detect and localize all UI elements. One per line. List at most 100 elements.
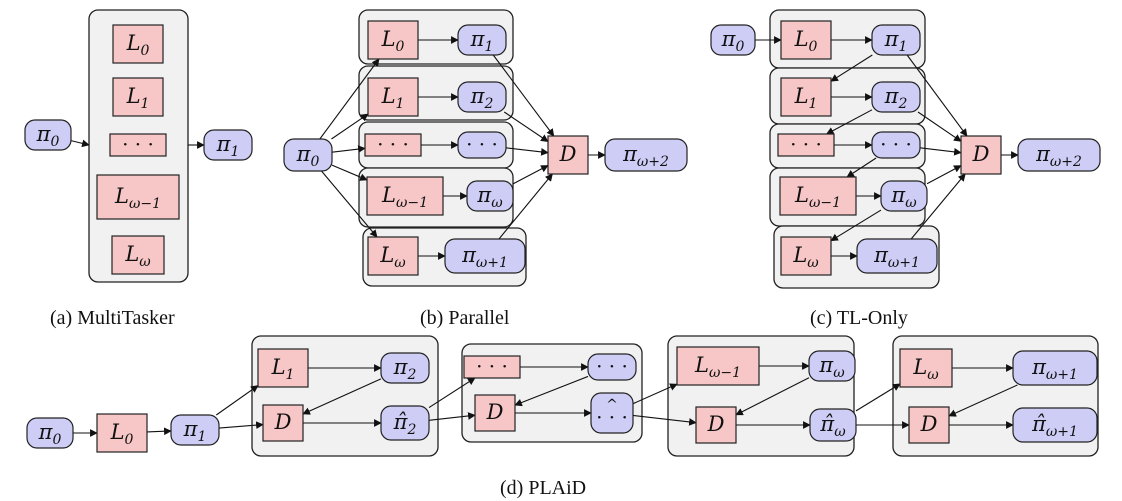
- node-d-p0: π0: [26, 417, 74, 449]
- edge-b-p1-b-D: [492, 54, 555, 137]
- node-label: π2: [470, 84, 494, 112]
- edge-d-p1-d-L1: [215, 385, 259, 416]
- node-label: π2: [393, 355, 417, 383]
- node-label: D: [972, 142, 990, 166]
- node-b-p1: π1: [457, 24, 507, 56]
- node-label: L0: [126, 31, 150, 59]
- edge-c-pdots-c-D: [919, 147, 962, 156]
- node-label: π0: [721, 27, 745, 55]
- node-label: πω+2: [1035, 142, 1082, 170]
- node-label: · · ·: [596, 405, 628, 429]
- node-a-p1: π1: [203, 129, 253, 161]
- node-label: πω: [818, 353, 845, 381]
- edge-d-L0-d-p1: [146, 427, 172, 436]
- node-c-pw: πω: [880, 180, 928, 212]
- node-d-L0: L0: [96, 413, 148, 453]
- node-d-L1: L1: [257, 348, 309, 388]
- node-b-D: D: [547, 135, 589, 175]
- node-d-D2: D: [474, 394, 516, 432]
- node-d-pdots: · · ·: [587, 353, 637, 381]
- edge-b-pw1-b-D: [498, 173, 553, 240]
- node-label: Lω: [379, 243, 406, 271]
- node-label: πω: [476, 183, 503, 211]
- node-c-pdots: · · ·: [871, 131, 921, 159]
- node-c-p1: π1: [871, 24, 921, 56]
- node-b-pw1: πω+1: [444, 238, 526, 274]
- node-d-phdots: · · ·^: [590, 392, 634, 434]
- node-a-L0: L0: [112, 24, 164, 64]
- node-d-pw1: πω+1: [1012, 350, 1098, 386]
- edge-b-p0-b-L0: [319, 58, 380, 140]
- edge-d-p1-d-D1: [218, 421, 264, 429]
- edge-d-phdots-d-D3: [632, 414, 697, 426]
- edge-c-p2-c-dots: [825, 109, 873, 135]
- edge-d-ph2-d-D2: [428, 412, 476, 421]
- caption-b: (b) Parallel: [420, 307, 510, 329]
- edge-b-p0-b-Lw1: [331, 164, 368, 181]
- node-b-L0: L0: [367, 20, 419, 60]
- node-label: π̂2: [393, 410, 417, 438]
- node-label: Lω−1: [114, 184, 161, 212]
- node-d-Lw1: Lω−1: [676, 346, 760, 386]
- node-c-p0: π0: [710, 24, 756, 56]
- node-label: Lω−1: [794, 183, 841, 211]
- node-d-pw: πω: [808, 350, 856, 382]
- node-label: Lω−1: [381, 183, 428, 211]
- edge-b-pw-b-D: [512, 165, 549, 185]
- node-b-Lw: Lω: [367, 236, 419, 276]
- node-label: πω+1: [873, 243, 920, 271]
- node-b-p0: π0: [283, 138, 333, 172]
- node-b-pw: πω: [466, 180, 514, 212]
- edge-d-p2-d-D1: [302, 378, 382, 415]
- edge-b-pdots-b-D: [505, 147, 549, 156]
- node-a-p0: π0: [24, 119, 72, 151]
- node-label: L1: [271, 355, 295, 383]
- edge-d-pw-d-D3: [735, 377, 810, 416]
- edge-d-phdots-d-Lw1: [632, 383, 678, 405]
- node-a-L1: L1: [112, 77, 164, 117]
- node-label: D: [707, 412, 725, 436]
- edge-d-pdots-d-D2: [514, 375, 589, 407]
- node-d-D4: D: [908, 406, 950, 444]
- node-label: L1: [126, 84, 150, 112]
- node-b-dots: · · ·: [364, 132, 422, 157]
- node-label: πω+1: [461, 243, 508, 271]
- edge-a-in: [70, 139, 90, 148]
- node-c-D: D: [960, 135, 1002, 175]
- node-label: D: [486, 400, 504, 424]
- edge-b-p0-b-dots: [331, 145, 366, 153]
- node-c-Lw: Lω: [780, 236, 832, 276]
- node-label: · · ·: [880, 132, 912, 156]
- node-label: πω: [890, 183, 917, 211]
- node-d-p2: π2: [380, 352, 430, 384]
- node-c-pw2: πω+2: [1017, 138, 1101, 172]
- edge-c-p2-c-D: [917, 111, 962, 142]
- edge-c-p1-c-L1: [830, 54, 873, 82]
- node-label: π0: [36, 122, 60, 150]
- caption-d: (d) PLAiD: [500, 477, 586, 499]
- node-a-Lw: Lω: [111, 235, 165, 275]
- node-label: π̂ω+1: [1031, 412, 1078, 440]
- node-label: π2: [884, 84, 908, 112]
- node-c-L1: L1: [780, 77, 832, 117]
- node-b-Lw1: Lω−1: [366, 176, 444, 216]
- node-a-dots: · · ·: [109, 132, 167, 157]
- node-label: π1: [884, 27, 908, 55]
- node-label: D: [920, 412, 938, 436]
- node-label: D: [559, 142, 577, 166]
- node-label: πω+1: [1031, 355, 1078, 383]
- edge-b-p0-b-L1: [331, 113, 369, 140]
- node-label: Lω: [124, 242, 151, 270]
- edge-b-p2-b-D: [503, 111, 549, 142]
- node-label: π1: [183, 417, 207, 445]
- node-label: · · ·: [377, 132, 409, 156]
- node-d-D1: D: [262, 404, 304, 442]
- node-a-Lw1: Lω−1: [96, 174, 180, 220]
- hat-mark: ^: [606, 397, 618, 413]
- node-label: Lω−1: [694, 353, 741, 381]
- node-label: L0: [794, 27, 818, 55]
- edge-c-p1-c-D: [906, 54, 968, 137]
- caption-a: (a) MultiTasker: [50, 307, 175, 329]
- node-label: π̂ω: [819, 412, 846, 440]
